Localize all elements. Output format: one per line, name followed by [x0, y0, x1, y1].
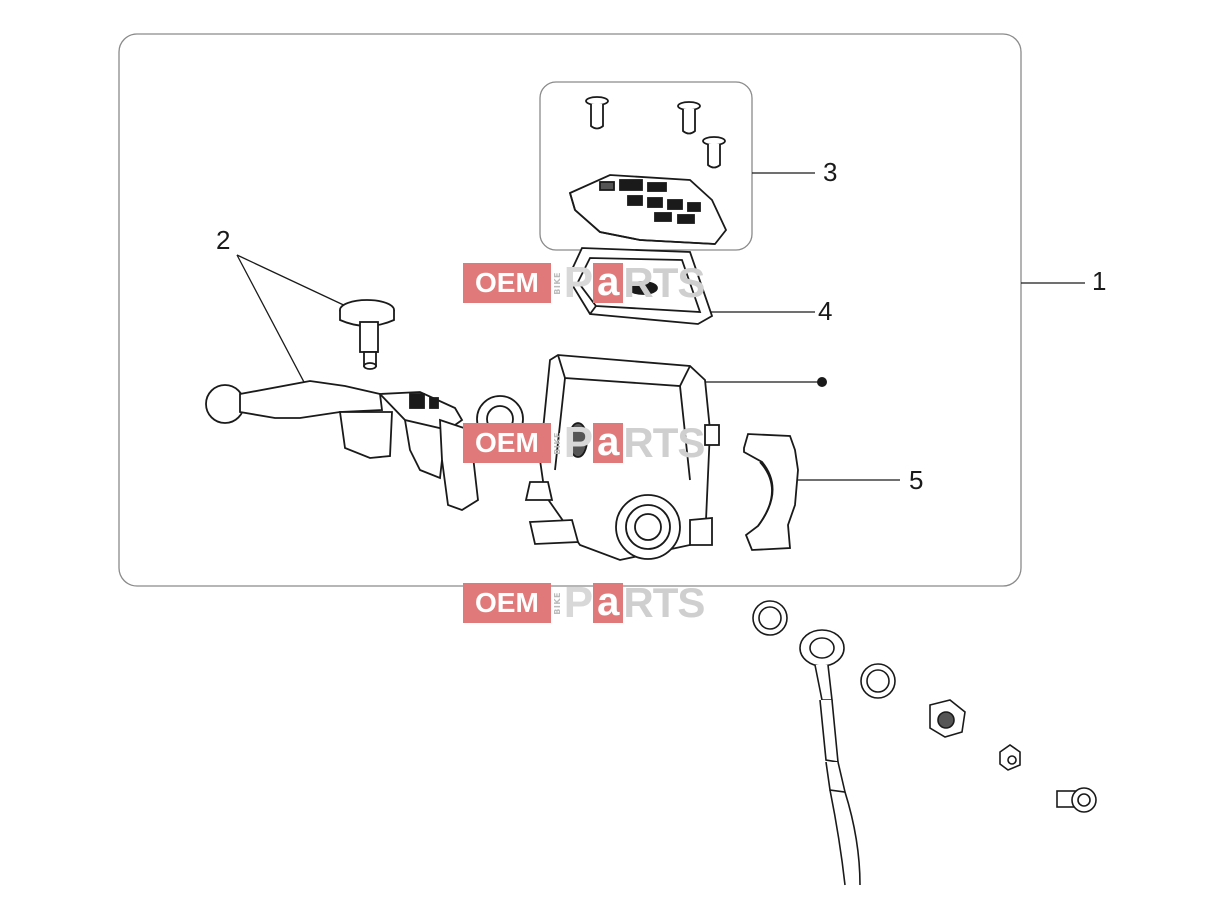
- bleed-valve: [999, 744, 1021, 771]
- watermark-rts: RTS: [623, 259, 705, 306]
- adjuster-knob: [339, 299, 395, 370]
- screw-3: [702, 136, 726, 169]
- watermark-middle: OEM BIKE P a RTS: [463, 418, 705, 467]
- master-cylinder-body: [524, 354, 720, 561]
- watermark-a: a: [593, 582, 624, 623]
- screw-1: [585, 96, 609, 130]
- callout-4: 4: [818, 296, 833, 326]
- watermark-rts: RTS: [623, 579, 705, 626]
- watermark-a: a: [593, 422, 624, 463]
- watermark-p: P: [563, 258, 594, 307]
- watermark-bike: BIKE: [552, 431, 562, 455]
- watermark-p: P: [563, 578, 594, 627]
- screw-2: [677, 101, 701, 135]
- watermark-oem: OEM: [463, 583, 551, 623]
- watermark-oem: OEM: [463, 423, 551, 463]
- handlebar-clamp: [743, 433, 799, 551]
- watermark-bike: BIKE: [552, 271, 562, 295]
- banjo-hose: [799, 629, 861, 886]
- washer-1: [752, 600, 788, 636]
- reservoir-cover: [568, 174, 728, 245]
- watermark-p: P: [563, 418, 594, 467]
- callout-3: 3: [823, 157, 838, 187]
- bleed-bolt: [929, 699, 966, 738]
- reference-dot: [817, 377, 827, 387]
- callout-1: 1: [1092, 266, 1107, 296]
- watermark-a: a: [593, 262, 624, 303]
- watermark-bike: BIKE: [552, 591, 562, 615]
- leader-lines: [236, 172, 1085, 481]
- watermark-oem: OEM: [463, 263, 551, 303]
- washer-2: [860, 663, 896, 699]
- callout-2: 2: [216, 225, 231, 255]
- watermark-top: OEM BIKE P a RTS: [463, 258, 705, 307]
- watermark-bottom: OEM BIKE P a RTS: [463, 578, 705, 627]
- assembly-frame: [118, 33, 1022, 587]
- bleed-cap: [1056, 787, 1097, 813]
- callout-5: 5: [909, 465, 924, 495]
- watermark-rts: RTS: [623, 419, 705, 466]
